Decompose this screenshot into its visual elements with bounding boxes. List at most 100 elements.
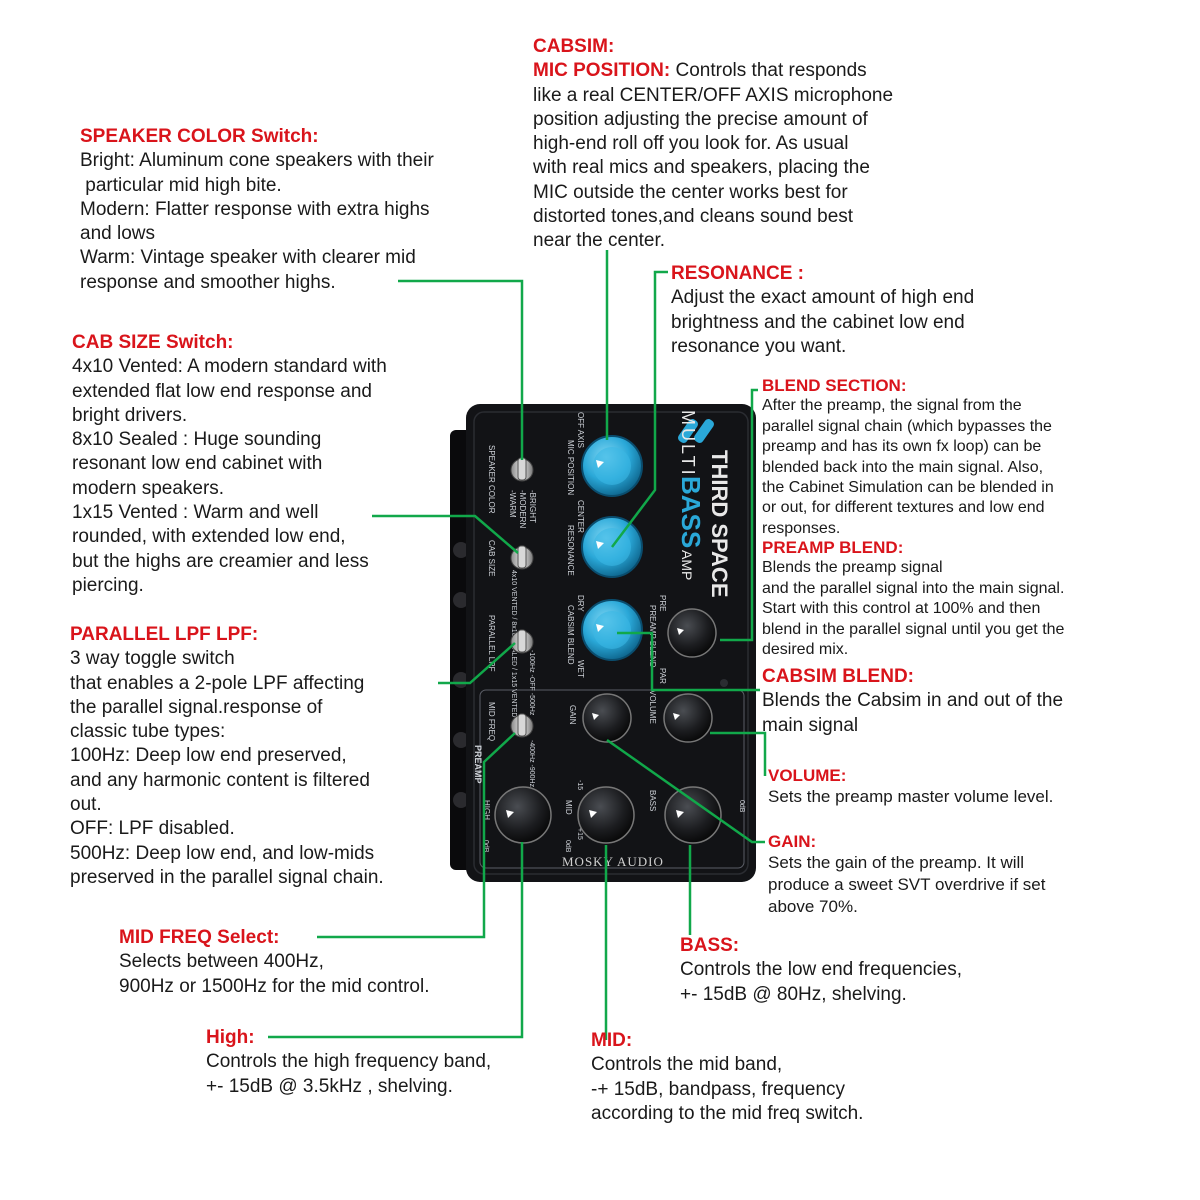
status-led <box>720 679 728 687</box>
volume-knob[interactable] <box>663 693 713 743</box>
mic-position-knob[interactable] <box>581 435 643 497</box>
brand-text: THIRD SPACE <box>707 450 732 598</box>
callout-text: response and smoother highs. <box>80 271 336 293</box>
brand-text-2: MULTI BASS AMP <box>676 410 706 580</box>
callout-blend-section-title: BLEND SECTION: <box>762 376 907 395</box>
leader-volume <box>710 731 767 776</box>
high-knob[interactable] <box>494 786 552 844</box>
knob-cap <box>593 611 631 649</box>
callout-text: the parallel signal.response of <box>70 696 323 718</box>
label-plus15: +15 <box>576 828 583 840</box>
callout-high-title: High: <box>206 1027 255 1048</box>
knob-body <box>494 786 552 844</box>
callout-text: the Cabinet Simulation can be blended in <box>762 479 1054 497</box>
label-high: HIGH <box>482 800 491 820</box>
callout-text: Bright: Aluminum cone speakers with thei… <box>80 150 434 172</box>
callout-text: but the highs are creamier and less <box>72 550 369 572</box>
label-bright: -BRIGHT <box>528 490 537 523</box>
label-pre: PRE <box>658 595 667 611</box>
leader-high <box>268 842 524 1039</box>
callout-cabsim-blend-title: CABSIM BLEND: <box>762 666 914 687</box>
toggle-lever <box>517 457 527 481</box>
callout-text: preserved in the parallel signal chain. <box>70 866 384 888</box>
callout-text: with real mics and speakers, placing the <box>533 157 870 179</box>
callout-text: extended flat low end response and <box>72 380 372 402</box>
knob-pointer <box>596 624 604 632</box>
callout-mid-title: MID: <box>591 1030 633 1051</box>
knob-cap <box>593 447 631 485</box>
label-wet: WET <box>576 660 585 678</box>
label-modern: -MODERN <box>518 490 527 528</box>
callout-text: Blends the preamp signal <box>762 559 943 577</box>
callout-mid-freq: MID FREQ Select: Selects between 400Hz, … <box>119 926 430 999</box>
label-center: CENTER <box>576 500 585 533</box>
leader-lines <box>268 250 767 1040</box>
callout-text: MIC outside the center works best for <box>533 181 848 203</box>
callout-text: rounded, with extended low end, <box>72 526 346 548</box>
callout-mid-freq-title: MID FREQ Select: <box>119 927 280 948</box>
label-bass: BASS <box>648 790 657 811</box>
label-mid-freq: MID FREQ <box>487 702 496 741</box>
callout-text: desired mix. <box>762 641 849 659</box>
callout-text: resonant low end cabinet with <box>72 453 323 475</box>
knob-pointer <box>506 810 514 818</box>
callout-text: OFF: LPF disabled. <box>70 818 235 840</box>
mid-freq-toggle[interactable] <box>510 713 534 738</box>
callout-text: Sets the preamp master volume level. <box>768 787 1054 807</box>
callout-text: Controls that responds <box>675 60 867 82</box>
preamp-section-border <box>479 689 745 869</box>
leader-mid-freq <box>317 732 516 939</box>
callout-text: After the preamp, the signal from the <box>762 397 1022 415</box>
callout-text: position adjusting the precise amount of <box>533 108 868 130</box>
callout-text: and the parallel signal into the main si… <box>762 579 1065 597</box>
parallel-lpf-toggle[interactable] <box>510 629 534 654</box>
knob-pointer <box>589 810 597 818</box>
toggle-lever <box>517 629 527 653</box>
knob-pointer <box>677 628 684 635</box>
callout-text: classic tube types: <box>70 721 226 743</box>
callout-text: according to the mid freq switch. <box>591 1102 864 1124</box>
leader-resonance <box>611 270 668 548</box>
callout-text: parallel signal chain (which bypasses th… <box>762 417 1052 435</box>
callout-bass: BASS: Controls the low end frequencies, … <box>680 934 962 1007</box>
callout-blend-section: BLEND SECTION: After the preamp, the sig… <box>762 376 1054 539</box>
callout-text: above 70%. <box>768 897 858 917</box>
cab-size-toggle[interactable] <box>510 545 534 570</box>
callout-text: Controls the low end frequencies, <box>680 959 962 981</box>
callout-text: piercing. <box>72 574 144 596</box>
label-off-axis: OFF AXIS <box>576 412 585 448</box>
preamp-blend-knob[interactable] <box>667 608 717 658</box>
callout-text: responses. <box>762 519 841 537</box>
callout-text: Controls the mid band, <box>591 1054 783 1076</box>
callout-text: 8x10 Sealed : Huge sounding <box>72 429 322 451</box>
callout-text: Blends the Cabsim in and out of the <box>762 690 1064 712</box>
callout-text: blend in the parallel signal until you g… <box>762 620 1065 638</box>
callout-volume-title: VOLUME: <box>768 766 847 785</box>
callout-text: resonance you want. <box>671 335 847 357</box>
label-speaker-color: SPEAKER COLOR <box>487 445 496 514</box>
label-volume: VOLUME <box>648 690 657 724</box>
brand-line2: MULTI <box>678 410 698 478</box>
cabsim-blend-knob[interactable] <box>581 599 643 661</box>
knob-body <box>664 786 722 844</box>
gain-knob[interactable] <box>582 693 632 743</box>
callout-text: Warm: Vintage speaker with clearer mid <box>80 247 416 269</box>
callout-resonance: RESONANCE : Adjust the exact amount of h… <box>671 262 974 359</box>
label-dry: DRY <box>576 595 585 612</box>
callout-text: preamp and has its own fx loop) can be <box>762 438 1042 456</box>
callout-text: distorted tones,and cleans sound best <box>533 206 854 228</box>
callout-text: 900Hz or 1500Hz for the mid control. <box>119 975 430 997</box>
callout-text: 1x15 Vented : Warm and well <box>72 502 319 524</box>
callout-preamp-blend-title: PREAMP BLEND: <box>762 538 904 557</box>
callout-preamp-blend: PREAMP BLEND: Blends the preamp signal a… <box>762 538 1064 660</box>
callout-resonance-title: RESONANCE : <box>671 263 805 284</box>
bass-knob[interactable] <box>664 786 722 844</box>
callout-text: main signal <box>762 714 859 736</box>
speaker-color-toggle[interactable] <box>510 457 534 482</box>
callout-speaker-color: SPEAKER COLOR Switch: Bright: Aluminum c… <box>80 125 434 295</box>
label-warm: -WARM <box>508 490 517 518</box>
toggle-lever <box>517 713 527 737</box>
mid-knob[interactable] <box>577 786 635 844</box>
callout-parallel-lpf: PARALLEL LPF LPF: 3 way toggle switch th… <box>70 623 384 890</box>
callout-gain-title: GAIN: <box>768 832 817 851</box>
